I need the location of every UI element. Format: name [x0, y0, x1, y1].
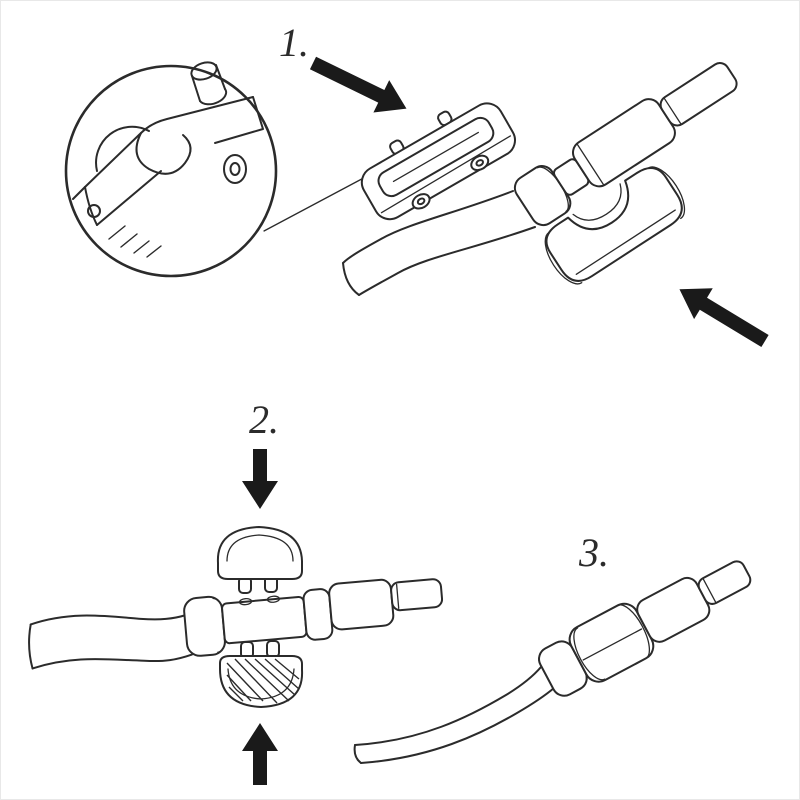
cable-line [31, 653, 193, 670]
cable-step2 [28, 613, 193, 670]
detail-pin-hole [87, 204, 101, 218]
arrow-up-left-icon [679, 288, 769, 347]
step-1-section: 1. [64, 20, 769, 347]
cable-end [342, 262, 360, 296]
cable-line [342, 190, 514, 264]
front-edge-line [380, 135, 512, 214]
cable-end [28, 623, 34, 670]
peg-socket [266, 595, 281, 603]
lightning-cable-connector [513, 62, 738, 227]
arrow-down-right-icon [309, 56, 407, 113]
top-cap-inner-line [226, 534, 294, 562]
step-2-label: 2. [249, 397, 279, 442]
cable-line [29, 613, 188, 626]
step-3-section: 3. [353, 530, 752, 764]
detail-callout [64, 61, 278, 278]
latch-peg [266, 640, 280, 658]
strain-relief-collar [183, 595, 226, 657]
connector-tip-line [395, 583, 400, 609]
arrow-down-icon [242, 449, 278, 509]
cylinder-edge [544, 231, 583, 285]
connector-tip [697, 560, 752, 605]
scoop-inner-line [572, 183, 622, 221]
peg-socket [238, 597, 253, 606]
connector-body-line [576, 143, 605, 186]
bottom-edge-line [575, 209, 676, 275]
connector-tip [659, 62, 738, 127]
protector-top-cap [216, 526, 303, 594]
cable-end [353, 744, 362, 764]
detail-edges [72, 96, 264, 226]
protector-bottom-cap [219, 640, 304, 708]
mount-hole [470, 154, 490, 172]
protector-top-half [360, 102, 516, 221]
mount-hole [411, 193, 431, 210]
step-1-label: 1. [279, 20, 309, 65]
connector-tip-line [663, 97, 682, 125]
cylinder-edge [647, 166, 686, 220]
shell-edge [573, 627, 606, 681]
connector-body [328, 578, 395, 631]
cable-line [354, 666, 542, 746]
arrow-up-icon [242, 723, 278, 785]
assembled-protector [538, 560, 752, 697]
cap-hatching [226, 658, 300, 704]
cable-step1 [342, 190, 536, 296]
protector-bottom-half [544, 166, 686, 285]
cable-step3 [353, 666, 555, 764]
detail-peg [190, 61, 228, 106]
detail-latch [135, 132, 192, 175]
detail-hatching [108, 225, 162, 258]
detail-callout-drawing [72, 61, 264, 258]
shell-seam-line [582, 628, 643, 661]
channel-slot-line [392, 131, 480, 183]
connector-tip [390, 578, 444, 612]
cable-assembly [28, 578, 444, 670]
step-3-label: 3. [578, 530, 609, 575]
cable-line [358, 226, 536, 296]
shell-edge [617, 604, 651, 660]
cable-line [360, 687, 555, 764]
callout-leader-line [263, 172, 374, 232]
detail-callout-circle [64, 64, 278, 278]
connector-tip-line [702, 578, 717, 603]
detail-hole [223, 154, 247, 184]
step-2-section: 2. [28, 397, 444, 785]
protector-bottom-outline [545, 167, 683, 282]
cable-joint-section [221, 596, 308, 645]
